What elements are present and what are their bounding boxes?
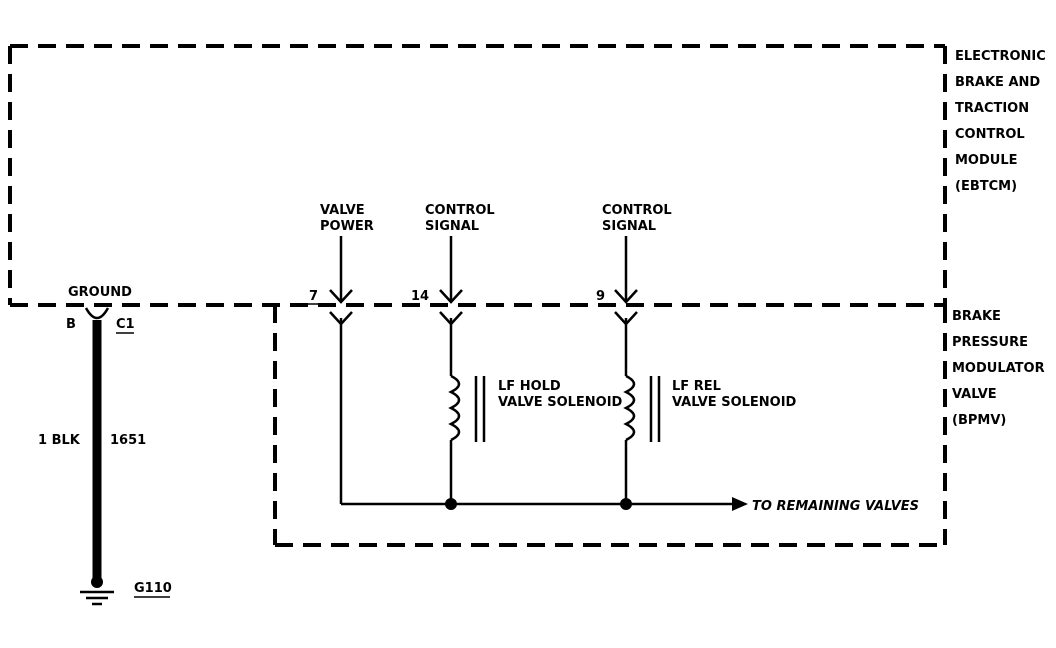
arrow-icon — [732, 497, 748, 511]
pin-14-number: 14 — [411, 289, 429, 304]
ground-point-label: G110 — [134, 581, 172, 596]
ebtcm-label-line-5: MODULE — [955, 153, 1018, 168]
ebtcm-label: ELECTRONIC BRAKE AND TRACTION CONTROL MO… — [955, 49, 1046, 194]
lf-rel-label-line-2: VALVE SOLENOID — [672, 395, 797, 410]
pin-9-connector-female — [614, 289, 638, 304]
ground-splice-dot — [91, 576, 103, 588]
pin-7-connector-female — [329, 289, 353, 304]
pin-14-signal-line-2: SIGNAL — [425, 219, 479, 234]
bpmv-module-boundary — [273, 305, 947, 547]
lf-hold-label-line-2: VALVE SOLENOID — [498, 395, 623, 410]
splice-dot-2 — [620, 498, 632, 510]
pin-9-control-signal: CONTROL SIGNAL 9 LF REL VALVE SOLENOID — [596, 203, 797, 504]
ebtcm-label-line-1: ELECTRONIC — [955, 49, 1046, 64]
bpmv-label-line-5: (BPMV) — [952, 413, 1006, 428]
pin-7-signal-line-1: VALVE — [320, 203, 365, 218]
lf-rel-solenoid-coil — [623, 374, 636, 442]
lf-hold-label-line-1: LF HOLD — [498, 379, 561, 394]
connector-c1-label: C1 — [116, 317, 135, 332]
bpmv-label-line-1: BRAKE — [952, 309, 1001, 324]
ebtcm-label-line-6: (EBTCM) — [955, 179, 1017, 194]
ebtcm-label-line-4: CONTROL — [955, 127, 1025, 142]
common-bus: TO REMAINING VALVES — [341, 497, 919, 514]
ground-wire-color-label: 1 BLK — [38, 433, 81, 448]
pin-7-signal-line-2: POWER — [320, 219, 374, 234]
ebtcm-module-boundary — [8, 44, 947, 307]
splice-dot-1 — [445, 498, 457, 510]
ground-pin-label: B — [66, 317, 76, 332]
bpmv-label-line-4: VALVE — [952, 387, 997, 402]
ground-terminal-symbol — [84, 307, 110, 320]
ebtcm-label-line-2: BRAKE AND — [955, 75, 1040, 90]
bpmv-label-line-2: PRESSURE — [952, 335, 1028, 350]
lf-hold-solenoid-coil — [448, 374, 461, 442]
pin-9-signal-line-2: SIGNAL — [602, 219, 656, 234]
pin-9-number: 9 — [596, 289, 605, 304]
ground-circuit: GROUND B C1 1 BLK 1651 G110 — [38, 285, 172, 606]
pin-14-signal-line-1: CONTROL — [425, 203, 495, 218]
ebtcm-label-line-3: TRACTION — [955, 101, 1029, 116]
pin-7-number: 7 — [309, 289, 318, 304]
bpmv-label: BRAKE PRESSURE MODULATOR VALVE (BPMV) — [952, 309, 1045, 428]
pin-9-signal-line-1: CONTROL — [602, 203, 672, 218]
ground-label: GROUND — [68, 285, 132, 300]
pin-14-connector-female — [439, 289, 463, 304]
pin-14-control-signal: CONTROL SIGNAL 14 LF HOLD VALVE SOLENOID — [411, 203, 623, 504]
remaining-valves-label: TO REMAINING VALVES — [752, 499, 919, 514]
bpmv-label-line-3: MODULATOR — [952, 361, 1045, 376]
lf-rel-label-line-1: LF REL — [672, 379, 721, 394]
pin-7-valve-power: VALVE POWER 7 — [309, 203, 374, 504]
ground-circuit-number: 1651 — [110, 433, 146, 448]
